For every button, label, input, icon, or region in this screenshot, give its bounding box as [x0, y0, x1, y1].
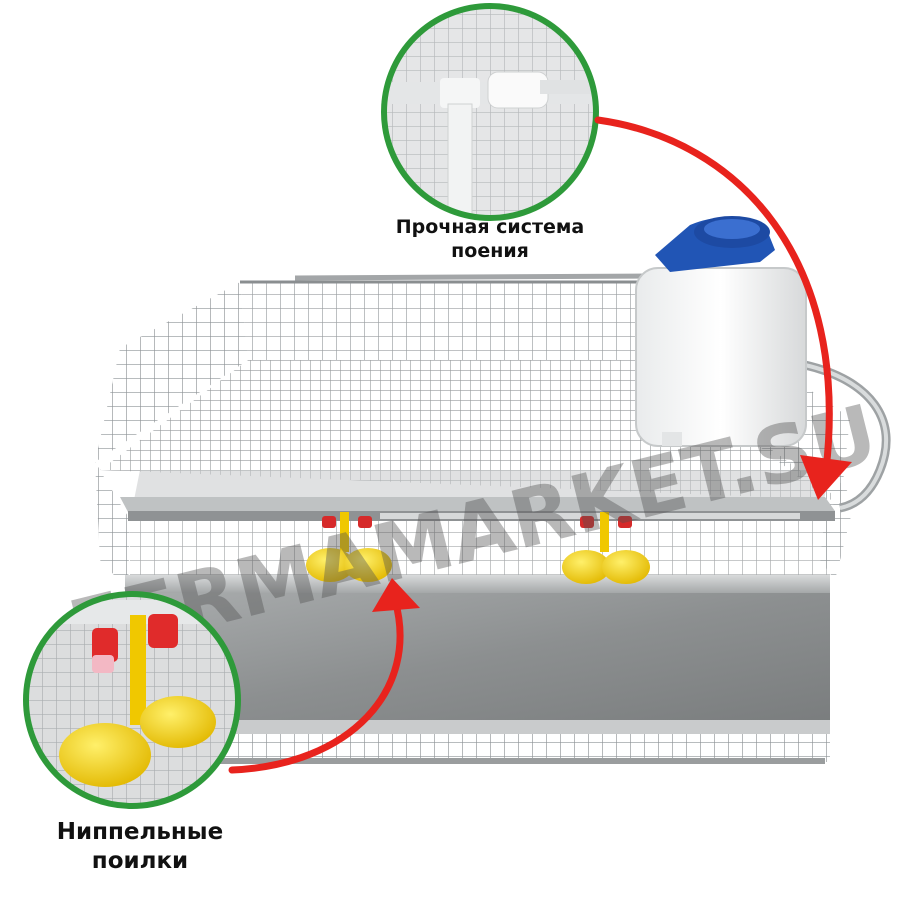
- water-tank: [635, 216, 891, 513]
- nipple-drinker-right: [562, 512, 650, 584]
- front-tray: [125, 575, 830, 764]
- cage-side-mesh: [95, 462, 855, 590]
- caption-nipple-drinkers: Ниппельные поилки: [56, 819, 224, 874]
- arrow-to-drinker: [228, 578, 420, 774]
- caption-drinking-system: Прочная система поения: [395, 216, 585, 262]
- arrow-to-rail: [594, 116, 852, 500]
- drinking-system-closeup: [381, 3, 599, 221]
- nipple-drinker-left: [306, 512, 392, 582]
